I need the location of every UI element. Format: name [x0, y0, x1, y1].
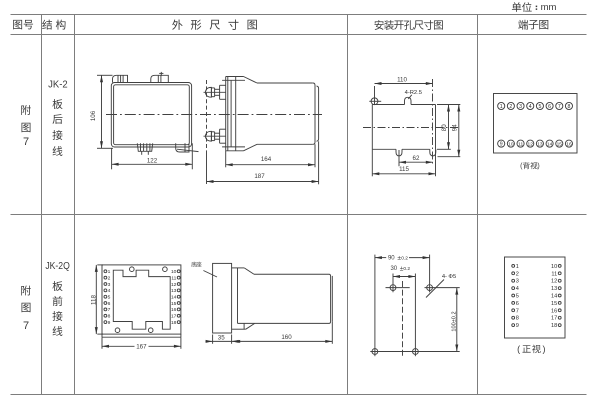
svg-text:3: 3 — [516, 279, 519, 285]
svg-text:118: 118 — [91, 295, 98, 305]
svg-text:0.2: 0.2 — [401, 256, 408, 262]
svg-text:2: 2 — [108, 275, 111, 281]
svg-text:6: 6 — [548, 104, 551, 110]
svg-text:11: 11 — [551, 271, 557, 277]
svg-text:7: 7 — [558, 104, 561, 110]
svg-text:16: 16 — [171, 307, 177, 313]
svg-text:110: 110 — [397, 77, 407, 84]
svg-text:10: 10 — [551, 264, 557, 270]
svg-text:167: 167 — [136, 343, 147, 350]
svg-text:Φ5: Φ5 — [448, 274, 456, 280]
svg-text:16: 16 — [566, 142, 572, 147]
svg-text:13: 13 — [171, 288, 177, 294]
svg-text:(: ( — [517, 344, 520, 354]
svg-text:9: 9 — [108, 320, 111, 326]
svg-text:7: 7 — [23, 320, 29, 332]
svg-text:100±0.2: 100±0.2 — [452, 311, 458, 331]
svg-text:2: 2 — [509, 104, 512, 110]
svg-text:15: 15 — [171, 301, 177, 307]
svg-text:±: ± — [400, 266, 404, 273]
svg-text:9: 9 — [500, 142, 503, 148]
svg-text:(: ( — [520, 163, 523, 170]
svg-text:4: 4 — [516, 286, 519, 292]
svg-text:4: 4 — [529, 104, 532, 110]
svg-text:62: 62 — [413, 155, 420, 162]
svg-text:7: 7 — [23, 136, 29, 148]
svg-text:80: 80 — [441, 124, 448, 131]
svg-text:3: 3 — [108, 282, 111, 288]
svg-text:8: 8 — [516, 316, 519, 322]
svg-text:15: 15 — [557, 142, 563, 147]
svg-text:mm: mm — [541, 2, 557, 13]
svg-text:14: 14 — [551, 294, 557, 300]
svg-text:13: 13 — [551, 286, 557, 292]
svg-text:7: 7 — [516, 308, 519, 314]
svg-text:14: 14 — [547, 142, 553, 147]
svg-text:11: 11 — [171, 275, 176, 281]
svg-text:12: 12 — [551, 279, 557, 285]
svg-text:JK-2: JK-2 — [48, 79, 68, 91]
svg-text:10: 10 — [508, 142, 514, 147]
svg-text:7: 7 — [108, 307, 111, 313]
svg-text:15: 15 — [551, 301, 557, 307]
svg-text:JK-2Q: JK-2Q — [45, 260, 70, 272]
svg-text:160: 160 — [281, 334, 292, 341]
svg-text:8: 8 — [568, 104, 571, 110]
svg-text:9: 9 — [516, 323, 519, 329]
svg-text:13: 13 — [537, 142, 543, 147]
svg-text:12: 12 — [528, 142, 534, 147]
svg-text:1: 1 — [108, 269, 111, 275]
svg-text:5: 5 — [538, 104, 541, 110]
svg-text:90: 90 — [388, 256, 395, 262]
svg-text:3: 3 — [519, 104, 522, 110]
svg-text:35: 35 — [218, 334, 225, 341]
svg-text:106: 106 — [90, 110, 97, 121]
svg-text:5: 5 — [108, 295, 111, 301]
svg-text:12: 12 — [171, 282, 177, 288]
svg-text:1: 1 — [516, 264, 519, 270]
svg-text:30: 30 — [390, 266, 397, 272]
svg-text:122: 122 — [147, 157, 158, 164]
svg-text:4-: 4- — [442, 274, 447, 280]
svg-text:4: 4 — [108, 288, 111, 294]
svg-text:115: 115 — [399, 166, 409, 173]
svg-text:±: ± — [397, 255, 401, 262]
svg-text:18: 18 — [551, 323, 557, 329]
svg-text:): ) — [537, 163, 539, 170]
svg-text:17: 17 — [551, 316, 557, 322]
svg-text:2: 2 — [516, 271, 519, 277]
svg-text:1: 1 — [500, 104, 503, 110]
svg-text:17: 17 — [171, 314, 177, 320]
svg-text:11: 11 — [518, 142, 524, 147]
svg-text:6: 6 — [516, 301, 519, 307]
svg-text:18: 18 — [171, 320, 177, 326]
svg-text:6: 6 — [108, 301, 111, 307]
svg-text:8: 8 — [108, 314, 111, 320]
svg-text:14: 14 — [171, 295, 177, 301]
svg-text:94: 94 — [451, 124, 458, 131]
svg-text:5: 5 — [516, 294, 519, 300]
svg-text:10: 10 — [171, 269, 177, 275]
svg-text:16: 16 — [551, 308, 557, 314]
svg-text:0.2: 0.2 — [403, 266, 410, 272]
svg-text:4-R2.5: 4-R2.5 — [405, 90, 422, 96]
svg-text:164: 164 — [261, 156, 272, 163]
svg-text:): ) — [543, 344, 546, 354]
svg-text:187: 187 — [254, 173, 265, 180]
